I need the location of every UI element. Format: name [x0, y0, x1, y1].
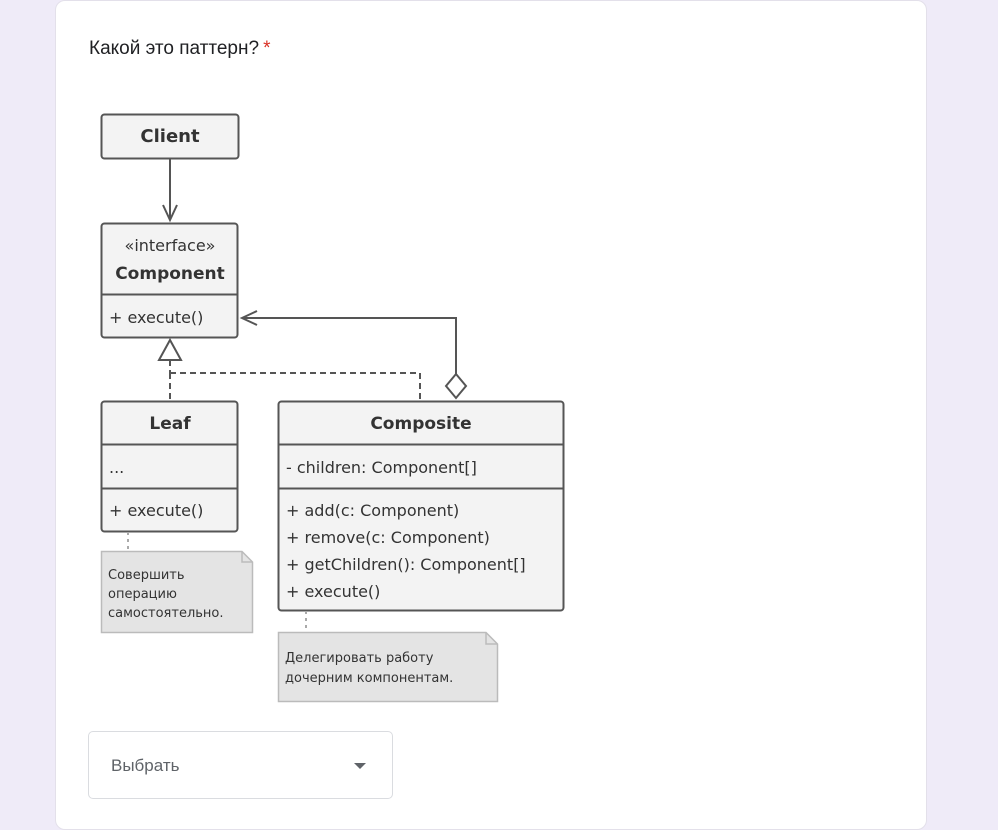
- component-box: [100, 222, 239, 339]
- leaf-note: [100, 550, 254, 634]
- composite-field: - children: Component[]: [286, 458, 477, 477]
- composite-note: [277, 631, 499, 703]
- dropdown-placeholder: Выбрать: [111, 756, 180, 775]
- leaf-note-line-3: самостоятельно.: [108, 606, 224, 621]
- answer-dropdown[interactable]: Выбрать: [88, 731, 393, 799]
- leaf-name: Leaf: [149, 414, 191, 434]
- question-title: Какой это паттерн?*: [89, 38, 270, 60]
- composite-method-remove: + remove(c: Component): [286, 528, 490, 547]
- leaf-note-line-2: операцию: [108, 587, 177, 602]
- leaf-box: [100, 400, 239, 533]
- required-mark: *: [263, 38, 271, 59]
- composite-method-execute: + execute(): [286, 582, 380, 601]
- composite-method-add: + add(c: Component): [286, 501, 459, 520]
- component-stereotype: «interface»: [125, 236, 216, 255]
- question-text: Какой это паттерн?: [89, 38, 260, 59]
- leaf-method: + execute(): [109, 501, 203, 520]
- composite-note-line-2: дочерним компонентам.: [285, 671, 453, 686]
- component-method: + execute(): [109, 308, 203, 327]
- composite-name: Composite: [370, 414, 471, 434]
- client-label: Client: [140, 126, 200, 147]
- leaf-field: ...: [109, 458, 124, 477]
- component-name: Component: [115, 264, 225, 284]
- composite-note-line-1: Делегировать работу: [285, 651, 434, 666]
- chevron-down-icon: [354, 763, 366, 769]
- composite-box: [277, 400, 565, 612]
- composite-method-getchildren: + getChildren(): Component[]: [286, 555, 526, 574]
- leaf-note-line-1: Совершить: [108, 568, 185, 583]
